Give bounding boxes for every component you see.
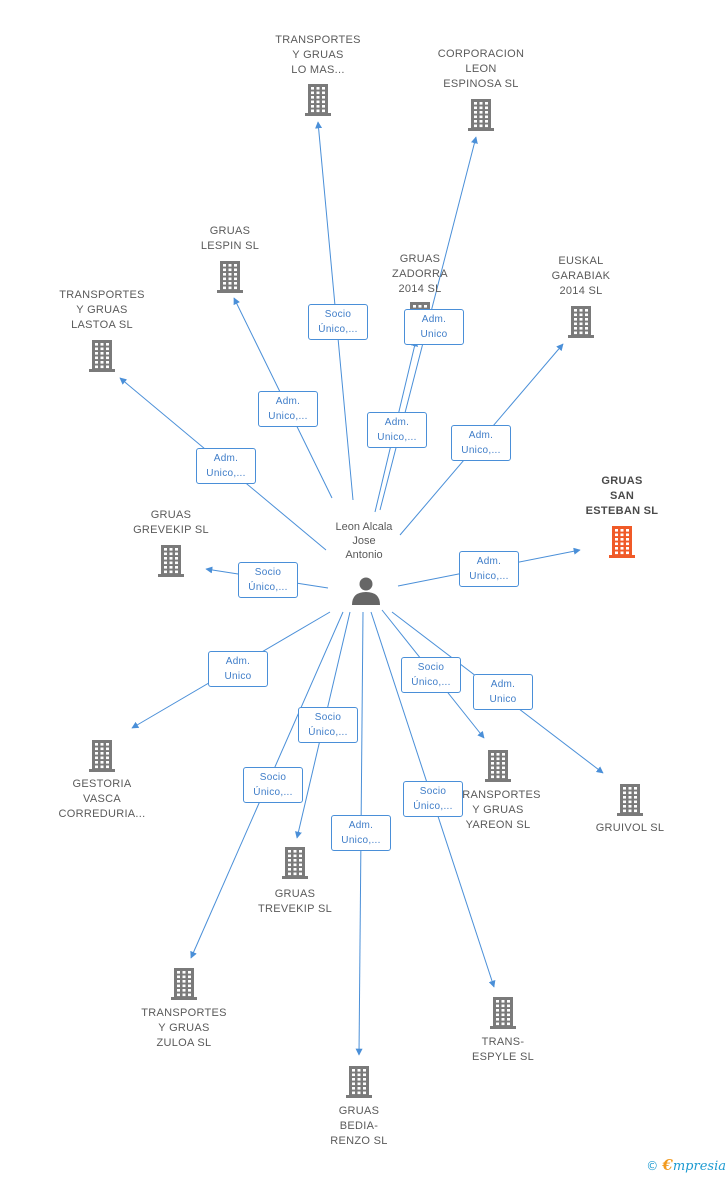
role-box-gruas-grevekip[interactable]: Socio Único,... [238,562,298,598]
role-box-gruas-lespin[interactable]: Adm. Unico,... [258,391,318,427]
building-icon [282,847,308,879]
role-box-trans-espyle[interactable]: Socio Único,... [403,781,463,817]
company-label-transportes-gruas-lastoa[interactable]: TRANSPORTES Y GRUAS LASTOA SL [59,289,145,331]
role-box-gruas-trevekip[interactable]: Socio Único,... [298,707,358,743]
person-icon[interactable] [352,577,380,606]
company-label-gruivol[interactable]: GRUIVOL SL [595,822,665,834]
building-icon [609,526,635,558]
building-icon [568,306,594,338]
role-box-transportes-gruas-lastoa[interactable]: Adm. Unico,... [196,448,256,484]
role-box-transportes-gruas-lo-mas[interactable]: Socio Único,... [308,304,368,340]
company-label-gruas-zadorra[interactable]: GRUAS ZADORRA 2014 SL [392,253,448,295]
role-box-transportes-gruas-yareon[interactable]: Socio Único,... [401,657,461,693]
company-label-gruas-trevekip[interactable]: GRUAS TREVEKIP SL [257,888,333,915]
building-icon [490,997,516,1029]
company-label-euskal-garabiak[interactable]: EUSKAL GARABIAK 2014 SL [551,255,611,297]
company-label-gestoria-vasca[interactable]: GESTORIA VASCA CORREDURIA... [58,778,146,820]
role-box-gruas-bedia-renzo[interactable]: Adm. Unico,... [331,815,391,851]
role-box-gruas-zadorra[interactable]: Adm. Unico,... [367,412,427,448]
company-label-gruas-san-esteban[interactable]: GRUAS SAN ESTEBAN SL [585,475,659,517]
company-label-transportes-gruas-zuloa[interactable]: TRANSPORTES Y GRUAS ZULOA SL [141,1007,227,1049]
brand-e: € [662,1156,673,1174]
building-icon [158,545,184,577]
person-name: Leon Alcala Jose Antonio [335,521,393,561]
role-box-gestoria-vasca[interactable]: Adm. Unico [208,651,268,687]
company-label-corporacion-leon-espinosa[interactable]: CORPORACION LEON ESPINOSA SL [437,48,525,90]
building-icon [217,261,243,293]
company-label-gruas-lespin[interactable]: GRUAS LESPIN SL [200,225,260,252]
role-box-gruas-san-esteban[interactable]: Adm. Unico,... [459,551,519,587]
role-box-transportes-gruas-zuloa[interactable]: Socio Único,... [243,767,303,803]
company-label-gruas-grevekip[interactable]: GRUAS GREVEKIP SL [133,509,209,536]
company-label-trans-espyle[interactable]: TRANS- ESPYLE SL [471,1036,534,1063]
company-label-gruas-bedia-renzo[interactable]: GRUAS BEDIA- RENZO SL [330,1105,388,1147]
building-icon [485,750,511,782]
building-icon [171,968,197,1000]
building-icon [346,1066,372,1098]
building-icon [617,784,643,816]
building-icon [89,340,115,372]
empresia-logo: © €mpresia [646,1156,726,1174]
building-icon [468,99,494,131]
role-box-euskal-garabiak[interactable]: Adm. Unico,... [451,425,511,461]
brand-rest: mpresia [672,1159,726,1174]
role-box-corporacion-leon-espinosa[interactable]: Adm. Unico [404,309,464,345]
copyright-symbol: © [646,1159,659,1173]
company-label-transportes-gruas-lo-mas[interactable]: TRANSPORTES Y GRUAS LO MAS... [275,34,361,76]
building-icon [305,84,331,116]
building-icon [89,740,115,772]
company-label-transportes-gruas-yareon[interactable]: TRANSPORTES Y GRUAS YAREON SL [455,789,541,831]
role-box-gruivol[interactable]: Adm. Unico [473,674,533,710]
